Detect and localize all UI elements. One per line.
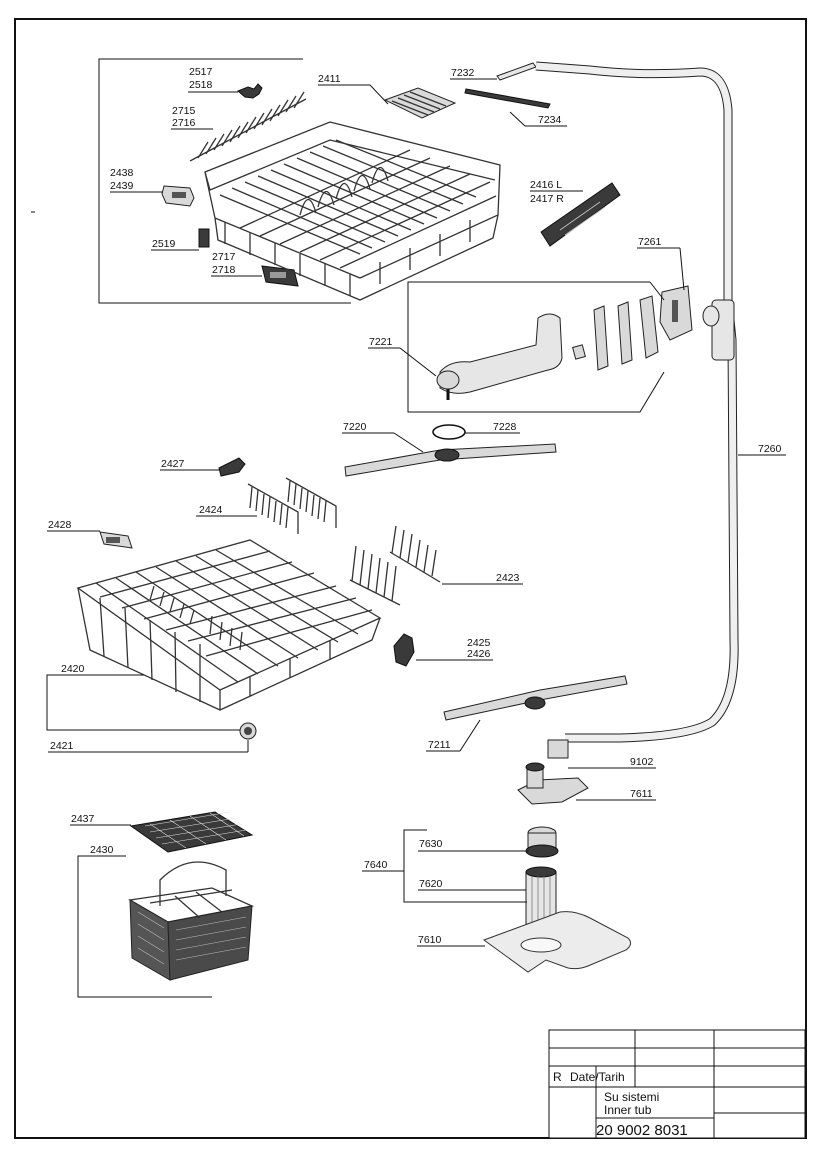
seal-7228-part (432, 424, 466, 440)
revision-label: R (553, 1070, 562, 1084)
label-7610: 7610 (418, 934, 442, 946)
sheet-border (14, 18, 807, 1139)
label-2718: 2718 (212, 264, 236, 276)
label-7234: 7234 (538, 114, 562, 126)
title-english: Inner tub (604, 1103, 652, 1117)
label-2423: 2423 (496, 572, 520, 584)
cutlery-basket-2430-part (128, 861, 255, 981)
date-label: Date/Tarih (570, 1070, 625, 1084)
label-2427: 2427 (161, 458, 185, 470)
label-7620: 7620 (419, 878, 443, 890)
label-2717: 2717 (212, 251, 236, 263)
title-turkish: Su sistemi (604, 1090, 659, 1104)
leader-lines (47, 78, 786, 947)
upper-basket-part (204, 121, 501, 301)
label-7220: 7220 (343, 421, 367, 433)
label-2417: 2417 R (530, 193, 564, 205)
label-2424: 2424 (199, 504, 223, 516)
label-7228: 7228 (493, 421, 517, 433)
label-2716: 2716 (172, 117, 196, 129)
stopper-2519-part (198, 228, 210, 248)
sump-group (482, 739, 632, 973)
label-2430: 2430 (90, 844, 114, 856)
tine-rack-2423-part (349, 525, 441, 606)
label-7232: 7232 (451, 67, 475, 79)
lower-basket-part (76, 539, 382, 711)
label-2411: 2411 (318, 73, 341, 85)
label-7221: 7221 (369, 336, 393, 348)
label-7260: 7260 (758, 443, 782, 455)
upper-basket-group (98, 58, 621, 304)
label-7640: 7640 (364, 859, 388, 871)
cup-shelf-2411-part (383, 87, 457, 119)
label-2416: 2416 L (530, 179, 562, 191)
clip-2427-part (218, 457, 246, 477)
drawing-number: 20 9002 8031 (596, 1122, 688, 1139)
label-2438: 2438 (110, 167, 134, 179)
part-labels: 2517 2518 2411 7232 7234 2715 2716 2438 … (48, 66, 782, 946)
label-2425: 2425 (467, 637, 491, 649)
cutlery-group (77, 811, 255, 998)
connector-9102-part (547, 739, 569, 759)
tine-rack-2424-part (247, 477, 337, 534)
label-2519: 2519 (152, 238, 176, 250)
label-2420: 2420 (61, 663, 85, 675)
label-2428: 2428 (48, 519, 72, 531)
upper-spray-arm-7234-part (464, 88, 551, 109)
label-2421: 2421 (50, 740, 74, 752)
label-9102: 9102 (630, 756, 654, 768)
title-block: R Date/Tarih Su sistemi Inner tub 20 900… (548, 1029, 806, 1139)
label-2437: 2437 (71, 813, 95, 825)
clip-2425-part (393, 633, 415, 667)
pipe-7232-part (496, 62, 537, 81)
lower-basket-group (46, 457, 441, 740)
label-2439: 2439 (110, 180, 134, 192)
label-7611: 7611 (630, 788, 653, 800)
label-2426: 2426 (467, 648, 491, 660)
label-2517: 2517 (189, 66, 213, 78)
label-7211: 7211 (428, 739, 451, 751)
middle-spray-arm-7221-part (439, 313, 563, 394)
label-2715: 2715 (172, 105, 196, 117)
water-pipe-7260-part (535, 61, 739, 743)
label-7630: 7630 (419, 838, 443, 850)
clip-2517-part (237, 83, 263, 99)
label-2518: 2518 (189, 79, 213, 91)
label-7261: 7261 (638, 236, 662, 248)
tine-row-2715-part (189, 91, 307, 162)
rail-2416-part (540, 182, 621, 247)
spray-arm-7221-group (407, 281, 665, 413)
